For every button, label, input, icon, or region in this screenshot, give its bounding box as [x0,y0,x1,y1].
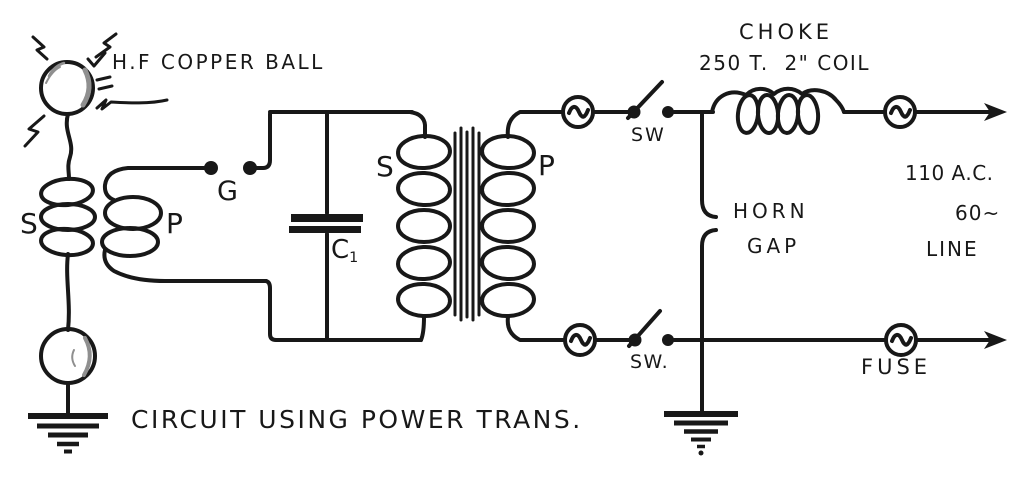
ball-shading [80,67,92,108]
spark-nw [31,35,49,61]
fuse-wave [567,104,590,119]
coil-turn [480,244,536,282]
fuse-symbol-bottom-left [563,323,597,357]
discharge-ball [39,327,97,385]
switch-blade [626,80,664,120]
coil-turn [480,281,536,319]
left-secondary-coil [39,176,97,258]
spark-e-dash [97,84,114,91]
spark-w [23,114,46,148]
switch-blade [627,309,662,348]
hf-copper-ball [39,60,95,116]
fuse-label: FUSE [861,355,932,379]
capacitor-c1 [289,110,363,341]
horn-electrode-lower [700,228,718,340]
switch-top [626,80,674,120]
ball-shading [71,349,76,367]
coil-lead-bottom [419,315,426,342]
wire-coil-to-ball [65,252,71,332]
coil-turn [100,226,160,258]
spark-ne [94,32,118,59]
xfmr-secondary-label: S [376,150,394,183]
choke-name-label: CHOKE [739,20,834,44]
coil-turn [480,208,536,244]
choke-spec-label: 250 T. 2" COIL [699,51,870,75]
wire-ball-to-coil [64,112,74,181]
ground-dot [698,450,704,456]
transformer-core [453,126,481,322]
switch-top-label: SW [631,124,666,146]
coil-lead-top [505,110,565,139]
spark-gap-label: G [217,176,238,207]
spark-gap [204,161,257,175]
choke-turn [755,93,781,135]
coil-lead-bottom [505,315,566,342]
power-transformer-secondary-coil [396,110,452,342]
ac-line-label-3: LINE [926,237,979,261]
horn-gap-label-2: GAP [747,234,801,258]
coil-turn [396,244,452,282]
spark-long [95,98,169,111]
switch-bottom [627,309,674,348]
fuse-symbol-bottom-right [884,323,918,357]
spark-lines-icon [23,32,169,148]
coil-turn [396,133,452,171]
coil-turn [396,170,452,208]
line-arrow-top [913,103,1007,121]
switch-bottom-label: SW. [630,351,670,373]
coil-turn [480,170,536,208]
ball-highlight [45,66,61,84]
capacitor-letter: C [331,235,350,265]
fuse-symbol-top-left [561,95,595,129]
coil-turn [39,202,97,232]
switch-contact [662,334,674,346]
wire-gap-riser [250,112,272,170]
coil-turn [480,133,536,171]
choke-coil [710,86,846,135]
capacitor-subscript: 1 [349,250,359,267]
ball-highlight [47,61,66,78]
ball-shading [82,336,92,377]
arrowhead-icon [984,331,1007,349]
fuse-symbol-top-right [883,95,917,129]
coil-turn [396,281,452,319]
fuse-wave [569,332,592,347]
fuse-wave [889,104,912,119]
capacitor-label: C1 [331,235,359,267]
ground-symbol-right [664,411,738,456]
spark-ne-2 [86,51,107,68]
power-transformer-primary-coil [480,110,566,342]
coil-turn [396,208,452,244]
ground-symbol-left [28,413,108,454]
coil-lead-top [408,110,427,139]
left-secondary-label: S [20,207,38,240]
arrowhead-icon [984,103,1007,121]
switch-contact [662,106,674,118]
choke-arc [710,86,846,114]
choke-turn [795,93,821,135]
left-primary-label: P [166,207,183,240]
hf-copper-ball-label: H.F COPPER BALL [112,50,325,74]
diagram-caption: CIRCUIT USING POWER TRANS. [131,405,583,434]
ball-outline [39,327,97,385]
left-primary-coil [100,166,268,283]
ac-line-label-2: 60~ [955,201,1001,225]
xfmr-primary-label: P [538,149,555,182]
horn-gap-label-1: HORN [733,199,809,223]
coil-lead-bottom [102,248,268,283]
line-arrow-bottom [915,331,1007,349]
wire-bottom-left [264,279,423,342]
spark-e-dash [95,75,112,82]
horn-electrode-upper [700,112,718,219]
fuse-wave [890,332,913,347]
horn-gap [700,112,718,340]
ac-line-label-1: 110 A.C. [905,161,994,185]
coil-lead-top [102,166,206,202]
gap-electrode [204,161,218,175]
